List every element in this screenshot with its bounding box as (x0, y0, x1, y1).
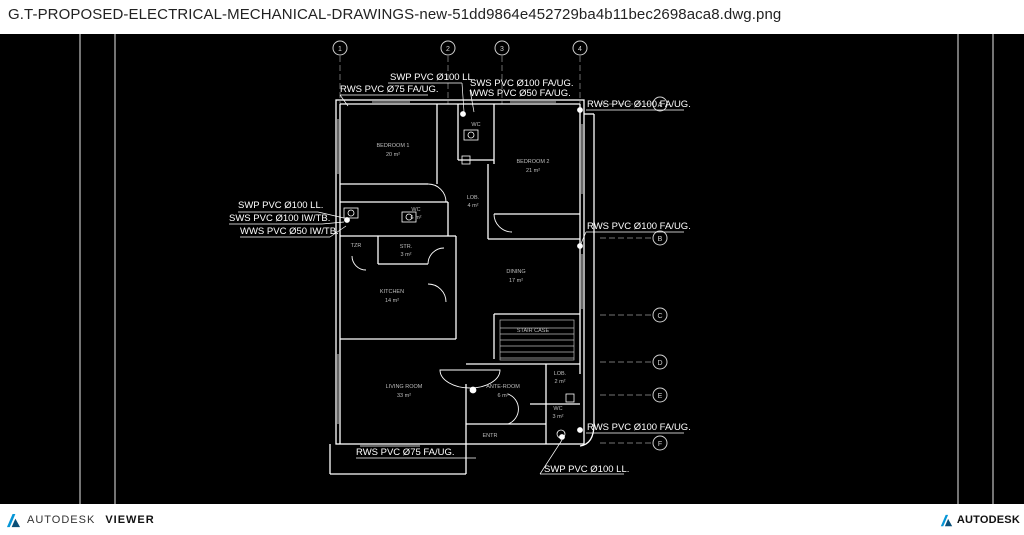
room-wc-2-area: 3 m² (553, 414, 564, 420)
leader-lines (229, 82, 684, 475)
room-store: STR. (400, 244, 413, 250)
pipe-label-sws-top: SWS PVC Ø100 FA/UG. (470, 78, 573, 89)
pipe-label-rws-bottom: RWS PVC Ø75 FA/UG. (356, 447, 455, 458)
grid-letter-f: F (658, 441, 662, 448)
autodesk-logo-icon (6, 513, 21, 527)
walls (329, 99, 595, 475)
room-lobby-2: LOB. (554, 371, 567, 377)
viewer-footer: AUTODESK VIEWER AUTODESK (0, 504, 1024, 535)
room-store-area: 3 m² (401, 252, 412, 258)
room-bedroom-1-area: 20 m² (386, 152, 400, 158)
windows (337, 101, 583, 447)
brand-name-right: AUTODESK (956, 514, 1020, 526)
room-entrance: ENTR (483, 433, 498, 439)
room-dining-area: 17 m² (509, 278, 523, 284)
title-bar: G.T-PROPOSED-ELECTRICAL-MECHANICAL-DRAWI… (0, 0, 1024, 34)
pipe-label-rws-right-bottom: RWS PVC Ø100 FA/UG. (587, 422, 691, 433)
pipe-label-rws-top-right: RWS PVC Ø100 FA/UG. (587, 99, 691, 110)
pipe-label-swp-bottom: SWP PVC Ø100 LL. (544, 464, 629, 475)
grid-letter-a: A (658, 102, 663, 109)
pipe-label-swp-top: SWP PVC Ø100 LL. (390, 72, 475, 83)
pipe-label-sws-left: SWS PVC Ø100 IW/TB. (229, 213, 330, 224)
room-wc-area: 6 m² (411, 215, 422, 221)
brand-product: VIEWER (105, 514, 155, 526)
pipe-label-wws-top: WWS PVC Ø50 FA/UG. (470, 88, 571, 99)
room-staircase: STAIR CASE (517, 328, 550, 334)
room-ante-area: 6 m² (498, 393, 509, 399)
room-lobby-area: 4 m² (468, 203, 479, 209)
pipe-label-rws-right-mid: RWS PVC Ø100 FA/UG. (587, 221, 691, 232)
autodesk-brand-right[interactable]: AUTODESK (940, 511, 1020, 529)
drawing-viewport[interactable]: 1 2 3 4 A B C D E F (0, 34, 1024, 504)
grid-axis-lines (339, 56, 652, 444)
floor-plan-drawing[interactable]: 1 2 3 4 A B C D E F (0, 34, 1024, 504)
room-living: LIVING ROOM (386, 384, 423, 390)
room-living-area: 33 m² (397, 393, 411, 399)
room-tzr: TZR (351, 243, 362, 249)
room-wc: WC (411, 207, 420, 213)
autodesk-viewer-brand[interactable]: AUTODESK VIEWER (6, 511, 155, 529)
autodesk-logo-icon (940, 514, 953, 526)
grid-number-3: 3 (500, 46, 504, 53)
room-bedroom-1: BEDROOM 1 (376, 143, 409, 149)
room-ante: ANTE-ROOM (486, 384, 520, 390)
grid-number-1: 1 (338, 46, 342, 53)
grid-letter-d: D (657, 360, 662, 367)
pipe-drops (344, 107, 583, 440)
grid-letter-c: C (657, 313, 662, 320)
room-labels: BEDROOM 1 20 m² BEDROOM 2 21 m² WC LOB. … (351, 122, 567, 439)
grid-number-4: 4 (578, 46, 582, 53)
room-wc-top: WC (471, 122, 480, 128)
pipe-labels: SWP PVC Ø100 LL. RWS PVC Ø75 FA/UG. SWS … (229, 72, 691, 475)
stair-case (499, 319, 575, 361)
room-lobby: LOB. (467, 195, 480, 201)
door-swings (351, 183, 519, 425)
room-wc-2: WC (553, 406, 562, 412)
room-bedroom-2: BEDROOM 2 (516, 159, 549, 165)
room-kitchen-area: 14 m² (385, 298, 399, 304)
sheet-border (79, 34, 994, 504)
grid-letter-b: B (658, 236, 663, 243)
room-kitchen: KITCHEN (380, 289, 404, 295)
grid-letter-e: E (658, 393, 663, 400)
pipe-label-swp-left: SWP PVC Ø100 LL. (238, 200, 323, 211)
room-bedroom-2-area: 21 m² (526, 168, 540, 174)
fixtures (343, 129, 575, 439)
room-dining: DINING (506, 269, 525, 275)
grid-bubbles: 1 2 3 4 A B C D E F (332, 40, 668, 451)
room-lobby-2-area: 2 m² (555, 379, 566, 385)
grid-number-2: 2 (446, 46, 450, 53)
window-title: G.T-PROPOSED-ELECTRICAL-MECHANICAL-DRAWI… (8, 6, 782, 23)
brand-name: AUTODESK (27, 514, 96, 526)
pipe-label-rws-top-left: RWS PVC Ø75 FA/UG. (340, 84, 439, 95)
pipe-label-wws-left: WWS PVC Ø50 IW/TB. (240, 226, 339, 237)
